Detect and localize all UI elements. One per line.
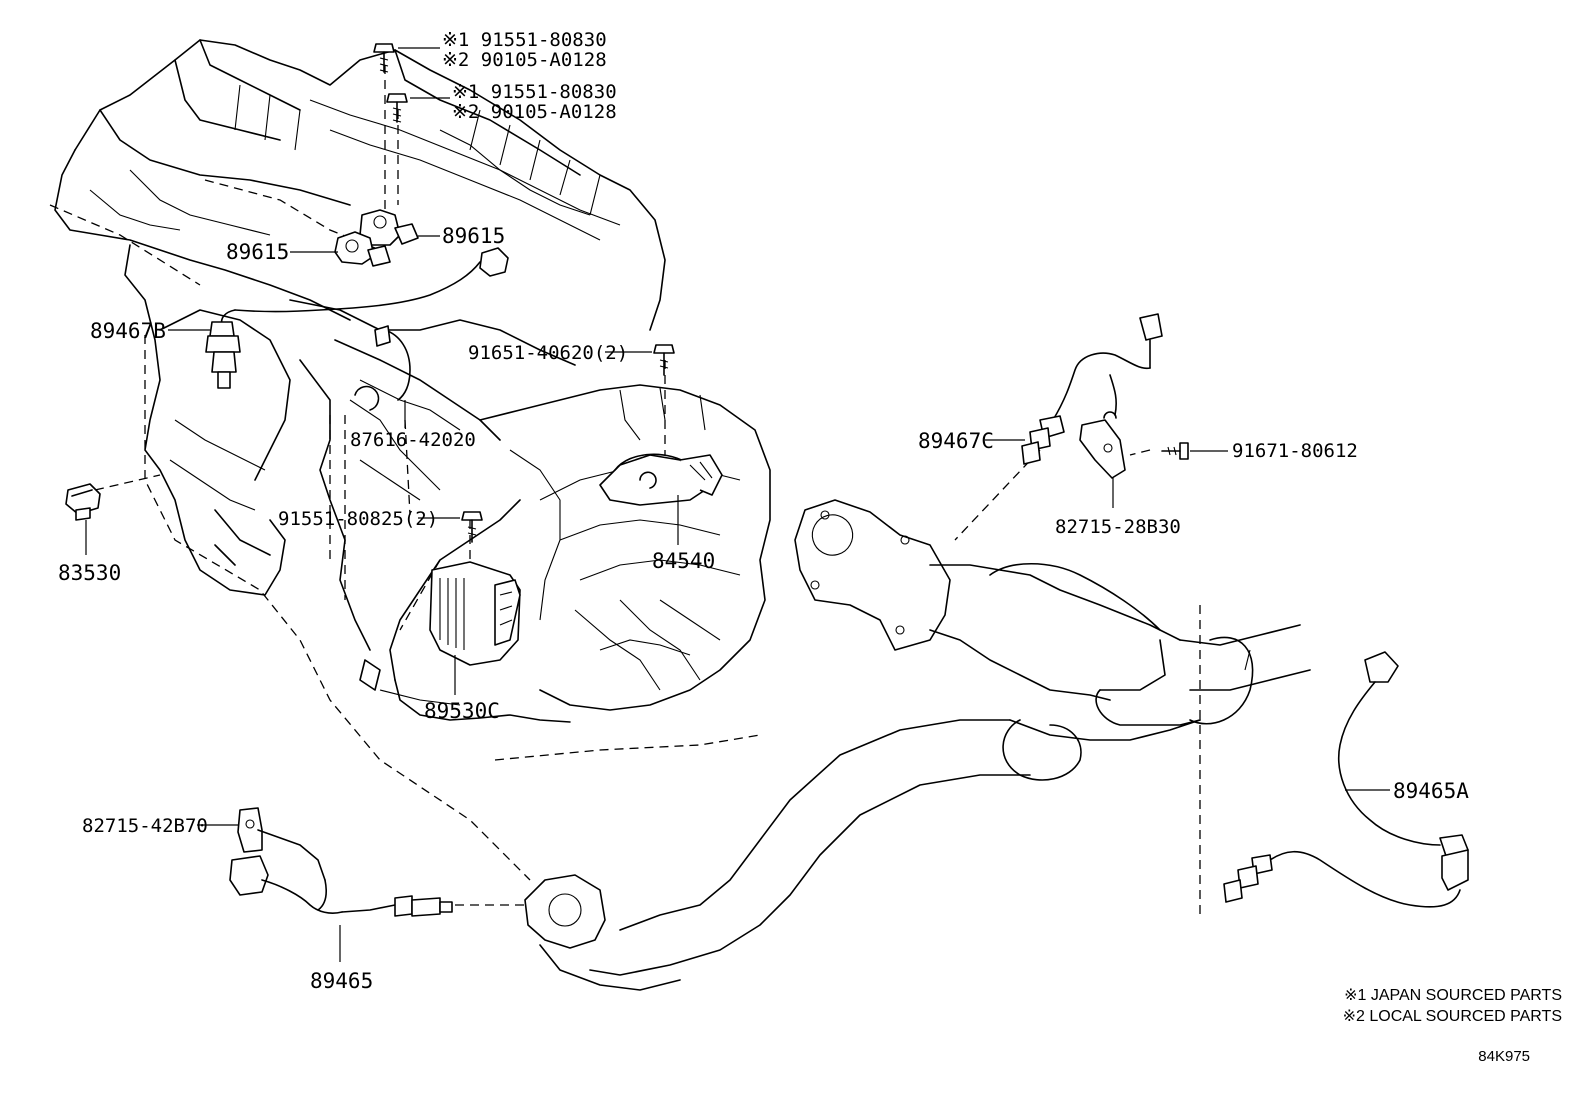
- label-neutral-switch-84540: 84540: [652, 549, 715, 573]
- label-bolt-upper-2: ※2 90105-A0128: [442, 49, 607, 71]
- o2-sensor-89467c: [1021, 313, 1163, 465]
- label-knock-right: 89615: [442, 224, 505, 248]
- neutral-switch-84540: [599, 453, 723, 506]
- label-switch-83530: 83530: [58, 561, 121, 585]
- bolt-upper: [373, 43, 395, 73]
- dashed-guides: [49, 65, 1201, 915]
- notes-legend: ※1 JAPAN SOURCED PARTS ※2 LOCAL SOURCED …: [1343, 987, 1562, 1065]
- exhaust-pipe: [524, 499, 1311, 991]
- bolt-91651: [653, 344, 675, 376]
- label-bracket-82715-42b70: 82715-42B70: [82, 815, 208, 837]
- label-bolt-91651: 91651-40620(2): [468, 342, 628, 364]
- label-clamp-87616: 87616-42020: [350, 429, 476, 451]
- leader-lines: [85, 47, 1390, 962]
- label-bolt-lower-2: ※2 90105-A0128: [452, 101, 617, 123]
- label-o2-89467c: 89467C: [918, 429, 994, 453]
- o2-sensor-89465: [229, 855, 453, 917]
- label-o2-89465: 89465: [310, 969, 373, 993]
- bracket-82715-42b70: [237, 807, 326, 881]
- o2-sensor-89465a: [1223, 651, 1469, 908]
- label-bolt-91671: 91671-80612: [1232, 440, 1358, 462]
- label-bolt-lower-1: ※1 91551-80830: [452, 81, 617, 103]
- switch-83530: [65, 483, 101, 521]
- label-knock-left: 89615: [226, 240, 289, 264]
- label-ecu-89530c: 89530C: [424, 699, 500, 723]
- bracket-82715-28b30: [1079, 411, 1126, 479]
- note-japan-sourced: ※1 JAPAN SOURCED PARTS: [1344, 987, 1562, 1004]
- bolt-91671: [1161, 442, 1189, 460]
- knock-sensor-right: [359, 209, 419, 246]
- ecu-89530c: [429, 561, 521, 666]
- knock-sensor-left: [334, 231, 391, 267]
- bolt-91551-80825: [461, 511, 483, 543]
- figure-id: 84K975: [1478, 1048, 1530, 1065]
- label-bolt-91551-80825: 91551-80825(2): [278, 508, 438, 530]
- o2-sensor-89467b: [205, 247, 509, 389]
- label-o2-89467b: 89467B: [90, 319, 166, 343]
- engine-assembly: [54, 39, 771, 723]
- note-local-sourced: ※2 LOCAL SOURCED PARTS: [1343, 1008, 1562, 1025]
- bolt-lower: [386, 93, 408, 123]
- clamp-87616: [374, 325, 411, 401]
- part-labels: ※1 91551-80830 ※2 90105-A0128 ※1 91551-8…: [58, 29, 1469, 993]
- label-o2-89465a: 89465A: [1393, 779, 1469, 803]
- label-bracket-82715-28b30: 82715-28B30: [1055, 516, 1181, 538]
- label-bolt-upper-1: ※1 91551-80830: [442, 29, 607, 51]
